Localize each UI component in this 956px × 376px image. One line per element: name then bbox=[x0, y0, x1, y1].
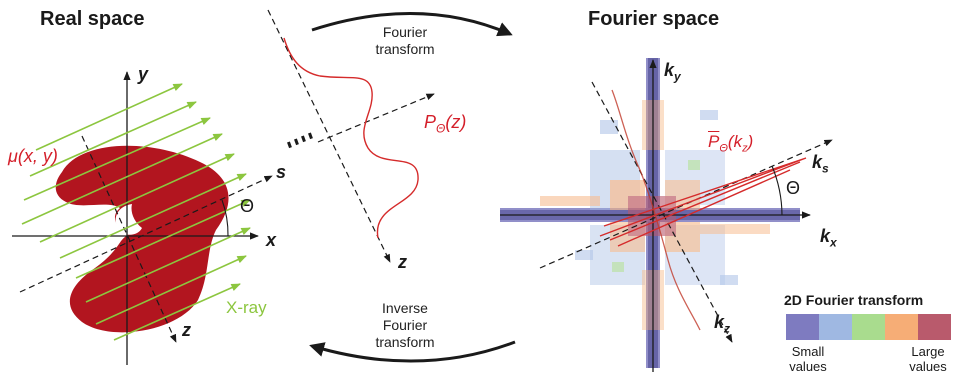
kx-axis-label: kx bbox=[820, 226, 837, 250]
projection-z-label: z bbox=[398, 252, 407, 272]
legend-swatch-5 bbox=[918, 314, 951, 340]
y-axis-label: y bbox=[138, 64, 149, 84]
s-axis-label: s bbox=[276, 162, 287, 182]
fourier-spectrum bbox=[500, 58, 800, 368]
z-axis bbox=[81, 135, 177, 343]
z-axis-label: z bbox=[182, 320, 191, 340]
fourier-theta-arc bbox=[771, 165, 783, 216]
continuation-dots bbox=[287, 132, 313, 149]
theta-label: Θ bbox=[240, 196, 255, 216]
ks-axis-label: ks bbox=[812, 152, 829, 176]
object-shape bbox=[55, 145, 229, 333]
projection-profile bbox=[283, 37, 419, 239]
ky-axis-label: ky bbox=[664, 60, 681, 84]
object-notch bbox=[115, 204, 142, 235]
fourier-projection-slice bbox=[599, 157, 807, 247]
projection-s-axis bbox=[317, 93, 435, 143]
theta-arc bbox=[221, 199, 229, 237]
mu-label: μ(x, y) bbox=[8, 146, 58, 166]
legend-swatch-1 bbox=[786, 314, 819, 340]
fourier-projection-slice-2 bbox=[611, 89, 701, 331]
legend-title: 2D Fourier transform bbox=[784, 292, 924, 308]
projection-panel bbox=[267, 9, 435, 263]
real-space-panel bbox=[12, 71, 273, 365]
legend-swatch-4 bbox=[885, 314, 918, 340]
legend-swatch-3 bbox=[852, 314, 885, 340]
fourier-space-panel bbox=[500, 58, 833, 372]
s-axis bbox=[19, 175, 273, 293]
xray-label: X-ray bbox=[226, 298, 267, 317]
xray-beams bbox=[21, 83, 251, 341]
kz-axis-label: kz bbox=[714, 312, 731, 336]
fourier-space-title: Fourier space bbox=[588, 8, 720, 30]
fourier-projection-label: PΘ(kz) bbox=[708, 132, 754, 155]
inverse-transform-arrow bbox=[309, 340, 516, 363]
forward-transform-label: Fourier transform bbox=[375, 24, 435, 57]
inverse-transform-label: Inverse Fourier transform bbox=[375, 300, 435, 350]
projection-label: PΘ(z) bbox=[424, 112, 467, 136]
forward-transform-arrow bbox=[311, 11, 513, 37]
legend-swatch-2 bbox=[819, 314, 852, 340]
real-space-title: Real space bbox=[40, 8, 145, 30]
ks-axis bbox=[539, 139, 833, 269]
fourier-theta-label: Θ bbox=[786, 178, 801, 198]
legend-swatches bbox=[786, 314, 951, 340]
projection-z-axis bbox=[267, 9, 391, 263]
x-axis-label: x bbox=[266, 230, 277, 250]
